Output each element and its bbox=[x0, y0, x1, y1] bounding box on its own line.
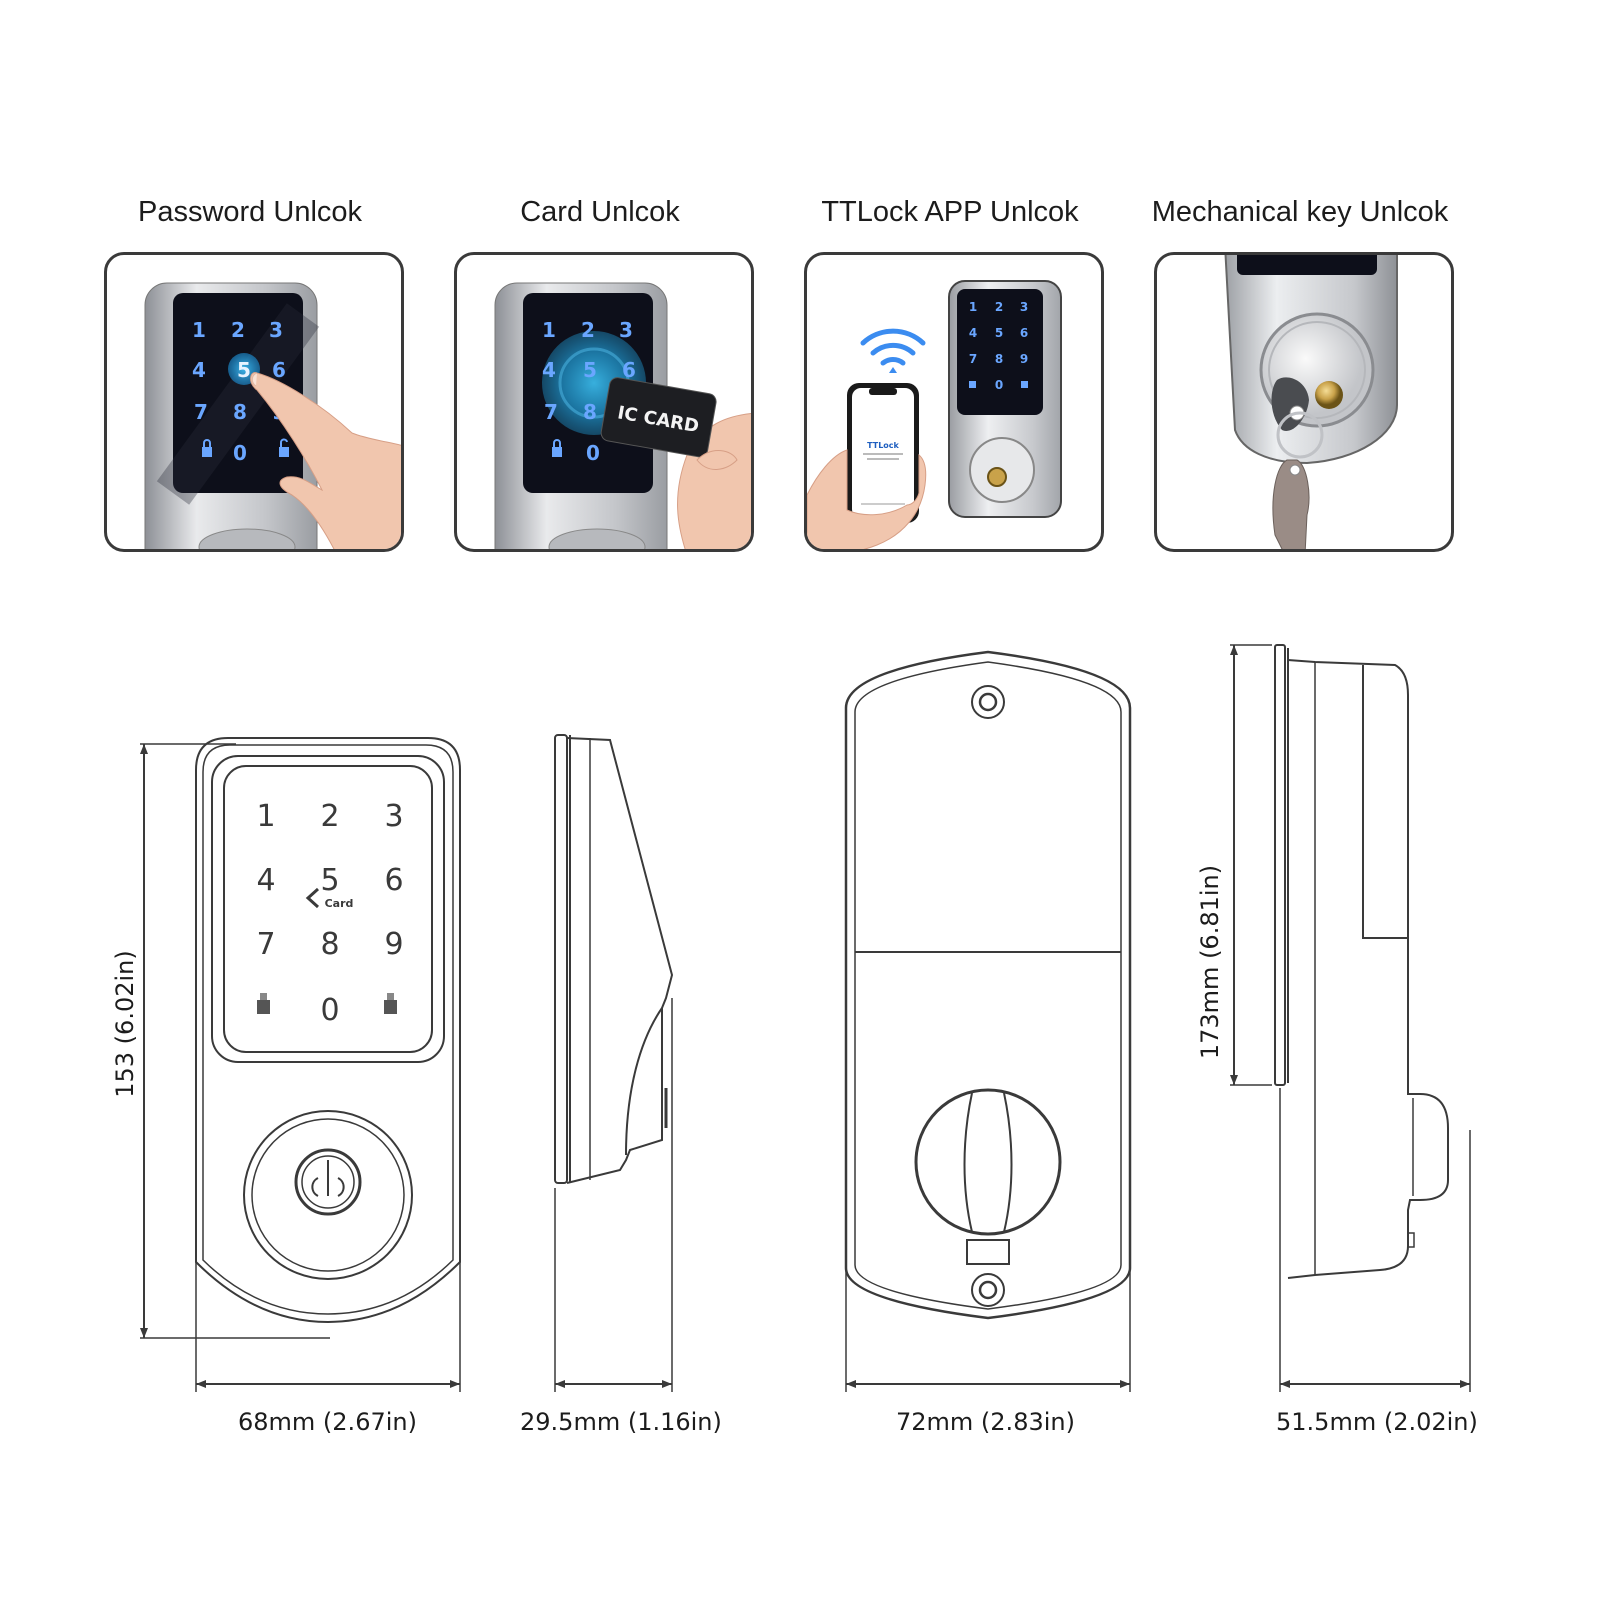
svg-text:5: 5 bbox=[237, 358, 251, 382]
svg-text:8: 8 bbox=[320, 927, 339, 962]
svg-text:8: 8 bbox=[233, 400, 247, 424]
svg-text:1: 1 bbox=[256, 799, 275, 834]
side-exterior-outline bbox=[554, 734, 674, 1184]
dim-front-width: 68mm (2.67in) bbox=[238, 1408, 417, 1436]
svg-text:9: 9 bbox=[1020, 352, 1028, 366]
svg-text:8: 8 bbox=[995, 352, 1003, 366]
svg-text:1: 1 bbox=[542, 318, 556, 342]
app-name-label: TTLock bbox=[867, 441, 899, 450]
svg-text:6: 6 bbox=[622, 358, 636, 382]
svg-text:7: 7 bbox=[256, 927, 275, 962]
lock-symbols-drawing bbox=[257, 993, 397, 1014]
svg-text:2: 2 bbox=[231, 318, 245, 342]
title-key-unlock: Mechanical key Unlcok bbox=[1151, 196, 1449, 228]
svg-text:5: 5 bbox=[583, 358, 597, 382]
title-card-unlock: Card Unlcok bbox=[520, 196, 680, 228]
phone-wifi-app-icon: TTLock 1 2 3 4 5 6 7 8 9 0 bbox=[807, 280, 1062, 549]
svg-text:0: 0 bbox=[586, 441, 600, 465]
dim-side-depth-exterior: 29.5mm (1.16in) bbox=[520, 1408, 722, 1436]
svg-text:1: 1 bbox=[969, 300, 977, 314]
panel-key-unlock bbox=[1154, 252, 1454, 552]
interior-front-outline bbox=[844, 650, 1132, 1320]
svg-text:0: 0 bbox=[320, 993, 339, 1028]
svg-text:5: 5 bbox=[995, 326, 1003, 340]
title-password-unlock: Password Unlcok bbox=[137, 196, 363, 228]
panel-password-unlock: 123 456 789 0 bbox=[104, 252, 404, 552]
svg-text:7: 7 bbox=[969, 352, 977, 366]
svg-text:9: 9 bbox=[384, 927, 403, 962]
svg-text:2: 2 bbox=[995, 300, 1003, 314]
svg-text:5: 5 bbox=[320, 863, 339, 898]
interior-side-outline bbox=[1274, 644, 1449, 1279]
svg-text:4: 4 bbox=[256, 863, 275, 898]
wifi-icon bbox=[860, 328, 926, 366]
dim-interior-height: 173mm (6.81in) bbox=[1196, 864, 1224, 1060]
title-app-unlock: TTLock APP Unlcok bbox=[821, 196, 1079, 228]
svg-text:1: 1 bbox=[192, 318, 206, 342]
svg-text:4: 4 bbox=[542, 358, 556, 382]
svg-text:3: 3 bbox=[1020, 300, 1028, 314]
svg-text:0: 0 bbox=[995, 378, 1003, 392]
svg-text:7: 7 bbox=[194, 400, 208, 424]
finger-pressing-keypad-icon: 123 456 789 0 bbox=[144, 282, 401, 549]
svg-text:8: 8 bbox=[583, 400, 597, 424]
svg-text:6: 6 bbox=[1020, 326, 1028, 340]
keypad-digits-drawing: 1 2 3 4 5 6 7 8 9 0 bbox=[256, 799, 403, 1028]
svg-text:3: 3 bbox=[384, 799, 403, 834]
front-exterior-outline bbox=[195, 737, 461, 1324]
panel-app-unlock: TTLock 1 2 3 4 5 6 7 8 9 0 bbox=[804, 252, 1104, 552]
svg-text:3: 3 bbox=[619, 318, 633, 342]
svg-text:4: 4 bbox=[969, 326, 977, 340]
key-in-cylinder-icon bbox=[1224, 255, 1398, 549]
dim-interior-width: 72mm (2.83in) bbox=[896, 1408, 1075, 1436]
card-symbol-drawing: Card bbox=[305, 887, 354, 910]
svg-text:6: 6 bbox=[384, 863, 403, 898]
svg-text:4: 4 bbox=[192, 358, 206, 382]
svg-text:Card: Card bbox=[325, 897, 354, 910]
svg-text:2: 2 bbox=[320, 799, 339, 834]
svg-text:7: 7 bbox=[544, 400, 558, 424]
svg-text:0: 0 bbox=[233, 441, 247, 465]
dim-side-depth-interior: 51.5mm (2.02in) bbox=[1276, 1408, 1478, 1436]
svg-text:6: 6 bbox=[272, 358, 286, 382]
svg-text:3: 3 bbox=[269, 318, 283, 342]
svg-text:2: 2 bbox=[581, 318, 595, 342]
dim-front-height: 153 (6.02in) bbox=[111, 950, 139, 1098]
